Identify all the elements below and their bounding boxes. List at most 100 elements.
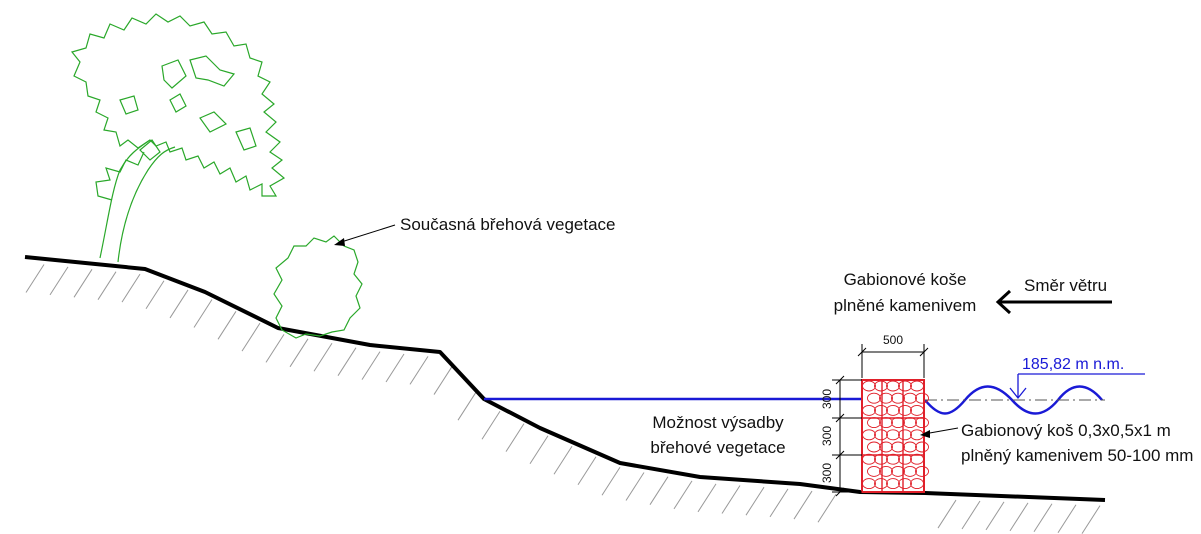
gabion-stone [915, 465, 929, 477]
hatch-stroke [481, 410, 501, 440]
ground-profile-line [24, 255, 1106, 502]
gabion-stone [910, 404, 924, 416]
gabion-stone [903, 392, 917, 404]
hatch-stroke [49, 266, 69, 296]
hatch-stroke [97, 271, 117, 300]
hatch-stroke [505, 423, 525, 452]
vegetation-leader [334, 224, 396, 246]
gabion-stone [862, 478, 876, 490]
hatch-stroke [73, 269, 93, 298]
gabion-stone [898, 404, 912, 416]
hatch-stroke [289, 338, 309, 368]
shrub-icon [273, 235, 363, 339]
gabion-stone [867, 417, 881, 429]
hatch-stroke [193, 299, 213, 328]
gabion-stone [886, 478, 900, 490]
gabion-stone [903, 465, 917, 477]
gabion-stone [886, 429, 900, 441]
gabion-baskets-label-line1: Gabionové koše [844, 270, 967, 289]
hatch-stroke [217, 311, 237, 340]
height-dimension [832, 375, 862, 497]
hatch-stroke [1009, 502, 1029, 532]
hatch-stroke [385, 353, 405, 383]
ground-hatching [25, 264, 1101, 534]
gabion-stone [898, 429, 912, 441]
hatch-stroke [529, 435, 549, 465]
gabion-stone [879, 392, 893, 404]
gabion-spec-leader [920, 427, 959, 438]
hatch-stroke [361, 351, 381, 380]
gabion-baskets-label-line2: plněné kamenivem [834, 296, 977, 315]
gabion-stone [862, 404, 876, 416]
hatch-stroke [313, 342, 333, 372]
gabion-stone [891, 417, 905, 429]
gabion-stone [867, 441, 881, 453]
gabion-stone [862, 429, 876, 441]
planting-label-line2: břehové vegetace [650, 438, 785, 457]
hatch-stroke [337, 347, 357, 376]
height-dimension-middle-label: 300 [820, 426, 834, 446]
gabion-stone [874, 404, 888, 416]
gabion-spec-line2: plněný kamenivem 50-100 mm [961, 446, 1193, 465]
gabion-stone [862, 453, 876, 465]
hatch-stroke [1057, 504, 1077, 533]
gabion-stone [879, 441, 893, 453]
gabion-stone [879, 417, 893, 429]
hatch-stroke [793, 490, 813, 520]
hatch-stroke [961, 500, 981, 530]
gabion-stone [886, 380, 900, 392]
hatch-stroke [553, 445, 573, 475]
hatch-stroke [673, 480, 693, 510]
height-dimension-top-label: 300 [820, 389, 834, 409]
hatch-stroke [745, 486, 765, 516]
gabion-basket [861, 379, 929, 493]
hatch-stroke [577, 456, 597, 486]
width-dimension-label: 500 [883, 333, 903, 347]
hatch-stroke [601, 466, 621, 496]
hatch-stroke [409, 356, 429, 385]
gabion-stone [903, 441, 917, 453]
gabion-stone [915, 441, 929, 453]
hatch-stroke [265, 334, 285, 363]
gabion-stone [867, 465, 881, 477]
tree-icon [70, 13, 286, 263]
gabion-stone [874, 478, 888, 490]
gabion-stone [867, 392, 881, 404]
hatch-stroke [817, 493, 837, 523]
gabion-stone [874, 429, 888, 441]
gabion-stone [898, 380, 912, 392]
wind-direction-label: Směr větru [1024, 276, 1107, 295]
height-dimension-bottom-label: 300 [820, 463, 834, 483]
wave-icon [924, 385, 1103, 415]
gabion-stone [910, 380, 924, 392]
hatch-stroke [121, 273, 141, 303]
hatch-stroke [697, 483, 717, 513]
hatch-stroke [937, 499, 957, 529]
gabion-stone [891, 392, 905, 404]
hatch-stroke [457, 391, 477, 421]
hatch-stroke [985, 501, 1005, 531]
hatch-stroke [169, 289, 189, 319]
planting-label-line1: Možnost výsadby [652, 413, 784, 432]
hatch-stroke [769, 488, 789, 518]
gabion-stone [898, 453, 912, 465]
water-level-marker [1009, 373, 1145, 400]
gabion-stone [874, 380, 888, 392]
hatch-stroke [721, 485, 741, 514]
gabion-stone [903, 417, 917, 429]
gabion-stone [910, 478, 924, 490]
gabion-stone [886, 453, 900, 465]
hatch-stroke [145, 280, 165, 310]
gabion-stone [891, 441, 905, 453]
wind-arrow-icon [995, 289, 1112, 315]
hatch-stroke [25, 264, 45, 293]
gabion-stone [879, 465, 893, 477]
gabion-stone [915, 392, 929, 404]
gabion-stone [891, 465, 905, 477]
gabion-stone [898, 478, 912, 490]
gabion-stone [915, 417, 929, 429]
gabion-spec-line1: Gabionový koš 0,3x0,5x1 m [961, 421, 1171, 440]
water-level-label: 185,82 m n.m. [1022, 356, 1124, 373]
